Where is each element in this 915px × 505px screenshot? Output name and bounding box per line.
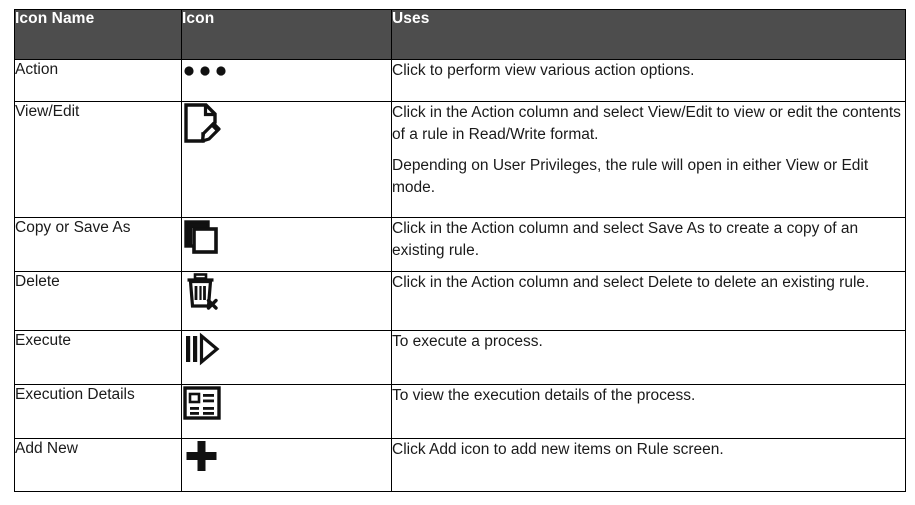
row-uses-add-new: Click Add icon to add new items on Rule … [391, 438, 906, 492]
row-label-copy-or-save-as: Copy or Save As [14, 217, 182, 272]
table-row: Add New Click Add icon to add new items … [14, 438, 906, 492]
uses-paragraph: Click Add icon to add new items on Rule … [392, 441, 724, 458]
row-uses-delete: Click in the Action column and select De… [391, 271, 906, 331]
row-icon-cell-action [181, 59, 392, 102]
column-header-uses: Uses [391, 9, 906, 60]
row-label-execute: Execute [14, 330, 182, 385]
column-header-icon: Icon [181, 9, 392, 60]
row-icon-cell-delete [181, 271, 392, 331]
uses-paragraph: Click to perform view various action opt… [392, 62, 695, 79]
table-row: Execution Details [14, 384, 906, 439]
row-uses-copy: Click in the Action column and select Sa… [391, 217, 906, 272]
row-icon-cell-add-new [181, 438, 392, 492]
uses-paragraph: To execute a process. [392, 333, 543, 350]
document-edit-icon [182, 102, 222, 146]
row-label-add-new: Add New [14, 438, 182, 492]
table-body: Action Click to perform view various act… [14, 59, 906, 492]
row-uses-execution-details: To view the execution details of the pro… [391, 384, 906, 439]
row-uses-action: Click to perform view various action opt… [391, 59, 906, 102]
table-row: Copy or Save As Click in the Action colu… [14, 217, 906, 272]
table-header-row: Icon Name Icon Uses [14, 9, 906, 60]
icon-reference-table: Icon Name Icon Uses Action [14, 9, 906, 492]
row-icon-cell-copy [181, 217, 392, 272]
row-uses-execute: To execute a process. [391, 330, 906, 385]
row-label-action: Action [14, 59, 182, 102]
row-label-execution-details: Execution Details [14, 384, 182, 439]
execution-details-list-icon [182, 385, 222, 421]
row-label-delete: Delete [14, 271, 182, 331]
table-row: Execute To execute a process. [14, 330, 906, 385]
row-uses-view-edit: Click in the Action column and select Vi… [391, 101, 906, 218]
uses-paragraph: Depending on User Privileges, the rule w… [392, 157, 869, 196]
table-row: View/Edit Click in the Action column and… [14, 101, 906, 218]
uses-paragraph: To view the execution details of the pro… [392, 387, 696, 404]
trash-delete-icon [182, 272, 222, 312]
column-header-icon-name: Icon Name [14, 9, 182, 60]
row-icon-cell-execute [181, 330, 392, 385]
row-label-view-edit: View/Edit [14, 101, 182, 218]
table-row: Delete Click in the Actio [14, 271, 906, 331]
copy-icon [182, 218, 222, 256]
row-icon-cell-view-edit [181, 101, 392, 218]
table-header: Icon Name Icon Uses [14, 9, 906, 60]
execute-play-icon [182, 331, 222, 367]
ellipsis-horizontal-icon [182, 60, 228, 82]
uses-paragraph: Click in the Action column and select Sa… [392, 220, 859, 259]
uses-paragraph: Click in the Action column and select De… [392, 274, 870, 291]
table-row: Action Click to perform view various act… [14, 59, 906, 102]
uses-paragraph: Click in the Action column and select Vi… [392, 104, 901, 143]
plus-add-icon [182, 439, 222, 473]
row-icon-cell-execution-details [181, 384, 392, 439]
